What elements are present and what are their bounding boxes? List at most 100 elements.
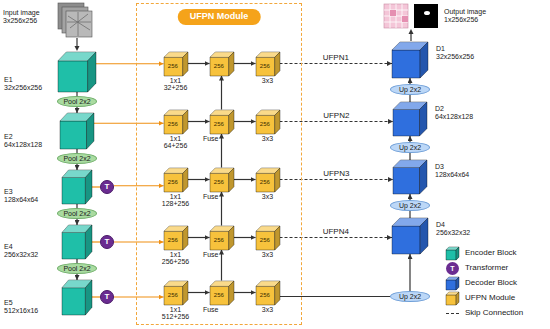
channel-count: 256: [210, 231, 229, 250]
connector: [221, 192, 222, 226]
op-label: Pool 2x2: [63, 98, 90, 105]
cube-face: [456, 277, 459, 290]
connector: [409, 254, 410, 291]
edge-label: UFPN1: [321, 54, 351, 62]
ufpn-cube: 256Fuse: [210, 110, 234, 134]
cube-face: [182, 110, 187, 134]
skip-connection: [280, 121, 394, 122]
cube-shape: [62, 225, 92, 259]
decoder-block: D3 128x64x64: [393, 160, 427, 194]
cube-shade: [274, 110, 279, 134]
cube-face: [85, 225, 92, 259]
cube-shade: [85, 170, 92, 204]
cube-shade: [182, 110, 187, 134]
input-arrow: [76, 38, 77, 46]
cube-face: [62, 177, 85, 204]
cube-shade: [182, 52, 187, 76]
connector: [114, 296, 164, 297]
ufpn-cube: 2563x3: [256, 281, 280, 305]
skip-connection: [280, 63, 393, 64]
skip-connection: [280, 179, 394, 180]
mask-blob: [424, 11, 430, 15]
connector: [234, 237, 256, 238]
conv-label: 3x3: [262, 77, 273, 85]
block-label: E1 32x256x256: [4, 76, 42, 92]
cube-shade: [456, 292, 459, 305]
image-texture: [67, 12, 91, 36]
channel-count: 256: [210, 115, 229, 134]
connector: [92, 241, 100, 242]
grid-cell: [402, 16, 408, 22]
legend-swatch: [446, 247, 459, 260]
cube-shade: [87, 113, 94, 149]
conv-label: 3x3: [262, 135, 273, 143]
cube-shape: [446, 247, 459, 260]
conv-label: 3x3: [262, 251, 273, 259]
ufpn-cube: 2561x1 64+256: [164, 110, 188, 134]
cube-face: [210, 115, 229, 134]
cube-face: [85, 170, 92, 204]
fuse-label: Fuse: [203, 251, 219, 259]
cube-shape: [60, 113, 94, 149]
skip-connection: [280, 237, 393, 238]
connector: [94, 123, 164, 124]
cube-face: [256, 173, 275, 192]
transformer-circle: T: [100, 235, 114, 249]
cube-shape: [393, 102, 427, 136]
cube-face: [182, 226, 187, 250]
input-arrowhead: [75, 46, 80, 51]
edge-label: UFPN2: [321, 112, 351, 120]
cube-shade: [274, 281, 279, 305]
cube-shape: [62, 280, 92, 315]
skip-line-sample: [446, 307, 459, 320]
cube-shade: [274, 52, 279, 76]
block-label: E2 64x128x128: [4, 133, 42, 149]
cube-shade: [228, 52, 233, 76]
channel-count: 256: [210, 286, 229, 305]
legend-text: Encoder Block: [465, 249, 517, 257]
cube-shade: [420, 218, 428, 254]
grid-cell: [390, 10, 396, 16]
cube-shade: [456, 247, 459, 260]
output-mask: [414, 4, 438, 28]
cube-face: [164, 173, 183, 192]
cube-face: [256, 115, 275, 134]
connector: [76, 274, 77, 280]
ufpn-cube: 256: [210, 52, 234, 76]
block-label: D3 128x64x64: [435, 163, 469, 179]
legend-item: Decoder Block: [446, 276, 517, 290]
block-label: E4 256x32x32: [4, 243, 38, 259]
cube-face: [182, 168, 187, 192]
op-label: Up 2x2: [399, 144, 421, 151]
channel-count: 256: [256, 115, 275, 134]
cube-shape: [446, 277, 459, 290]
pool-op: Pool 2x2: [57, 153, 97, 164]
cube-face: [256, 286, 275, 305]
cube-shade: [85, 225, 92, 259]
image-label: Output image 1x256x256: [444, 8, 516, 24]
cube-shade: [228, 226, 233, 250]
skip-line: [446, 312, 459, 313]
upsample-op: Up 2x2: [390, 142, 430, 153]
cube-shade: [182, 226, 187, 250]
cube-face: [228, 226, 233, 250]
cube-face: [274, 281, 279, 305]
block-label: D4 256x32x32: [436, 221, 470, 237]
channel-count: 256: [256, 231, 275, 250]
cube-shape: [446, 292, 459, 305]
cube-face: [256, 57, 275, 76]
connector: [221, 134, 222, 168]
cube-face: [210, 57, 229, 76]
cube-face: [182, 52, 187, 76]
conv-label: 1x1 64+256: [164, 135, 188, 151]
legend-swatch: [446, 307, 459, 320]
cube-face: [58, 61, 88, 92]
cube-face: [62, 232, 85, 259]
cube-face: [456, 247, 459, 260]
cube-face: [393, 109, 420, 136]
cube-shade: [228, 110, 233, 134]
connector: [234, 292, 256, 293]
pool-op: Pool 2x2: [57, 208, 97, 219]
connector: [188, 292, 210, 293]
cube-face: [210, 173, 229, 192]
